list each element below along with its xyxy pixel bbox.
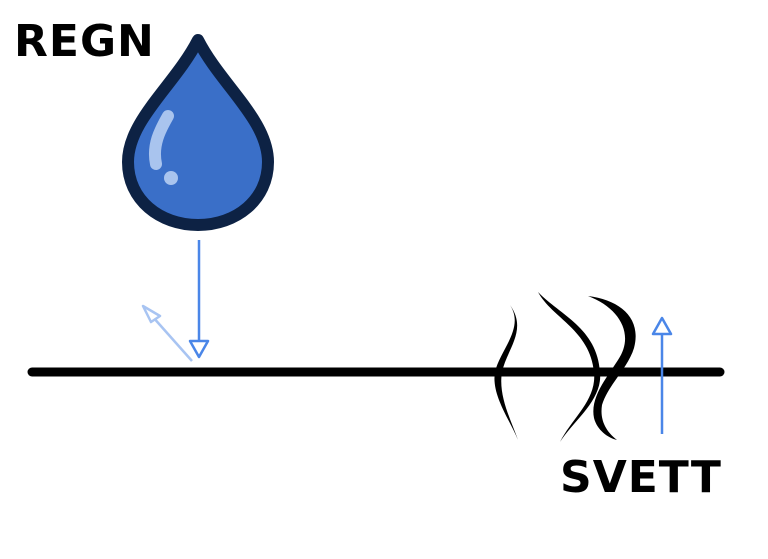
hair-strands-icon	[494, 292, 636, 442]
sweat-arrow	[651, 316, 673, 434]
sweat-label: SVETT	[560, 452, 722, 503]
water-drop-icon	[122, 34, 274, 231]
rain-label: REGN	[14, 16, 155, 67]
reflection-arrow	[141, 304, 193, 362]
rain-arrow	[188, 240, 210, 359]
